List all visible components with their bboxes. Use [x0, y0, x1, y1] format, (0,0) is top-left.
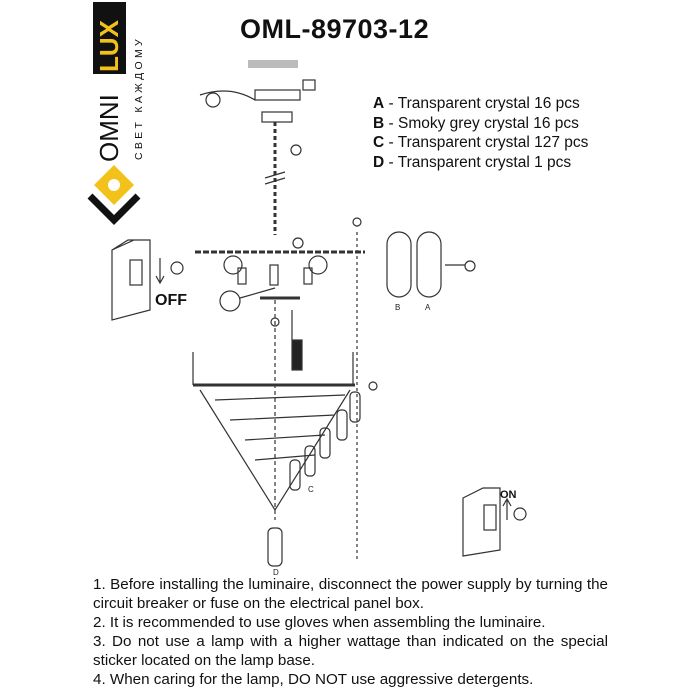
- assembly-diagram: OFF ON B A C D: [111, 60, 527, 575]
- legend-item-a: A - Transparent crystal 16 pcs: [373, 95, 580, 112]
- crystal-legend: A - Transparent crystal 16 pcs B - Smoky…: [373, 94, 588, 172]
- installation-notes: 1. Before installing the luminaire, disc…: [93, 575, 608, 689]
- svg-text:C: C: [308, 485, 314, 494]
- logo-lux: LUX: [94, 19, 124, 72]
- switch-off-box: [111, 239, 151, 321]
- page-title: OML-89703-12: [240, 14, 430, 44]
- logo-omni: OMNI: [94, 94, 124, 162]
- legend-item-b: B - Smoky grey crystal 16 pcs: [373, 114, 579, 132]
- note-4: 4. When caring for the lamp, DO NOT use …: [93, 671, 534, 688]
- logo-tagline: СВЕТ КАЖДОМУ: [133, 36, 145, 160]
- omnilux-logo: LUX OMNI СВЕТ КАЖДОМУ: [87, 2, 145, 225]
- crystal-a: [416, 231, 442, 298]
- ceiling: [248, 60, 298, 68]
- svg-text:A: A: [425, 303, 431, 312]
- ceiling-plate: [254, 89, 301, 101]
- legend-item-c: C - Transparent crystal 127 pcs: [373, 134, 589, 151]
- svg-text:D: D: [273, 568, 279, 575]
- off-label: OFF: [155, 292, 187, 309]
- note-2: 2. It is recommended to use gloves when …: [93, 614, 546, 631]
- note-3: 3. Do not use a lamp with a higher watta…: [93, 633, 608, 669]
- crystal-b: [386, 231, 412, 298]
- note-1: 1. Before installing the luminaire, disc…: [93, 576, 608, 612]
- on-label: ON: [500, 489, 517, 501]
- svg-text:B: B: [395, 303, 400, 312]
- switch-on-box: [462, 487, 501, 557]
- legend-item-d: D - Transparent crystal 1 pcs: [373, 153, 572, 171]
- crystal-d: [267, 527, 283, 567]
